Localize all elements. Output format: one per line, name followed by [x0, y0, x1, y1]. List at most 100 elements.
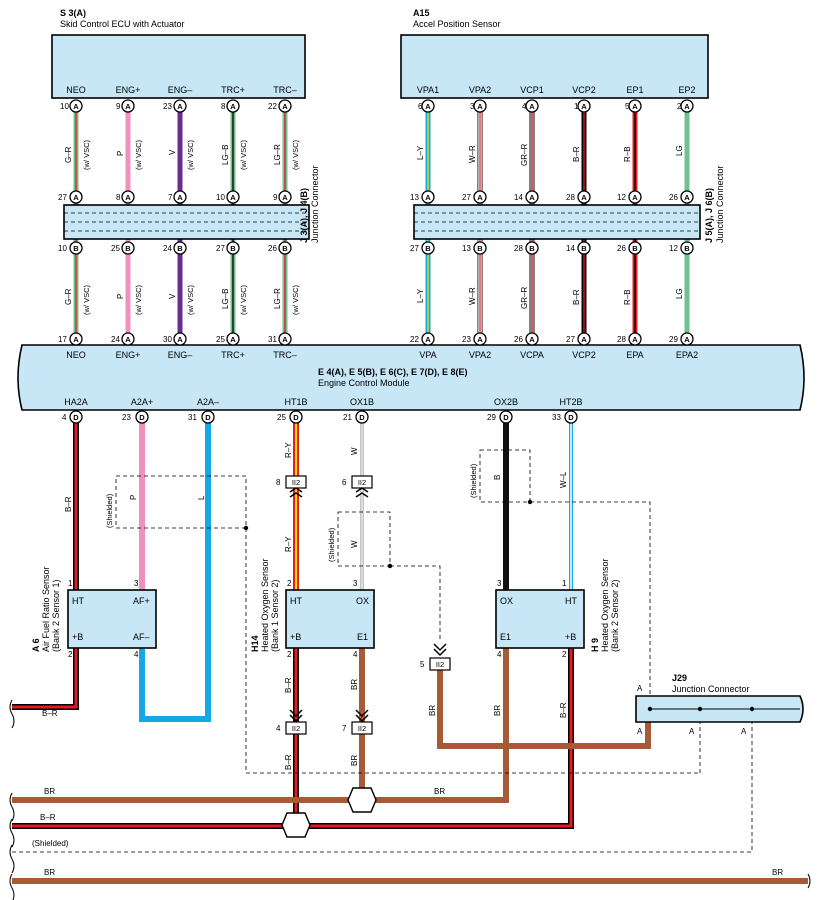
- svg-text:14: 14: [566, 244, 575, 253]
- svg-text:BR: BR: [44, 868, 55, 877]
- svg-text:14: 14: [514, 193, 523, 202]
- h9-labels: OX HT E1 +B 3 1 4 2: [497, 579, 577, 659]
- shield-dot-3: [527, 499, 533, 505]
- svg-text:OX1B: OX1B: [350, 397, 374, 407]
- svg-text:GR–R: GR–R: [520, 144, 529, 166]
- ecm-top-pins: A A A A A A A A A A A: [69, 332, 694, 346]
- j29-id: J29: [672, 673, 687, 683]
- svg-text:13: 13: [462, 244, 471, 253]
- svg-text:D: D: [359, 413, 365, 422]
- svg-text:4: 4: [497, 650, 502, 659]
- svg-text:Heated Oxygen Sensor: Heated Oxygen Sensor: [260, 558, 270, 652]
- svg-text:13: 13: [410, 193, 419, 202]
- j-pins-bottom: B B B B B B B B B B B: [69, 241, 694, 255]
- ecm-bottom-pin-numbers: 4 23 31 25 21 29 33: [62, 413, 561, 422]
- svg-text:5: 5: [420, 660, 425, 669]
- svg-text:A: A: [581, 102, 587, 111]
- svg-text:9: 9: [116, 102, 121, 111]
- svg-text:L–Y: L–Y: [416, 288, 425, 303]
- svg-text:II2: II2: [292, 724, 300, 733]
- svg-text:VCPA: VCPA: [520, 350, 544, 360]
- s3-name: Skid Control ECU with Actuator: [60, 19, 185, 29]
- svg-text:2: 2: [677, 102, 682, 111]
- svg-text:A: A: [684, 193, 690, 202]
- svg-text:10: 10: [58, 244, 67, 253]
- svg-text:3: 3: [470, 102, 475, 111]
- svg-text:A 6: A 6: [31, 638, 41, 652]
- j-pin-numbers: 27 8 7 10 9 13 27 14 28 12 26 10 25 24 2…: [58, 193, 678, 253]
- svg-text:E1: E1: [500, 632, 511, 642]
- svg-text:A2A+: A2A+: [131, 397, 153, 407]
- svg-text:L–Y: L–Y: [416, 145, 425, 160]
- shield-dot-1: [243, 525, 249, 531]
- svg-text:D: D: [205, 413, 211, 422]
- svg-text:A: A: [282, 193, 288, 202]
- a15-pin-numbers: 6 3 4 1 5 2: [418, 102, 682, 111]
- break-marks: [9, 699, 811, 900]
- svg-text:NEO: NEO: [66, 350, 86, 360]
- wire-a2a-minus: [139, 423, 211, 722]
- svg-text:BR: BR: [428, 705, 437, 716]
- svg-text:A: A: [177, 193, 183, 202]
- svg-text:A: A: [230, 102, 236, 111]
- svg-text:A: A: [73, 193, 79, 202]
- svg-text:A: A: [529, 102, 535, 111]
- svg-text:OX2B: OX2B: [494, 397, 518, 407]
- svg-text:(Shielded): (Shielded): [105, 493, 114, 528]
- svg-text:27: 27: [566, 335, 575, 344]
- svg-text:A: A: [425, 193, 431, 202]
- svg-text:A: A: [741, 727, 747, 736]
- svg-text:28: 28: [566, 193, 575, 202]
- a15-name: Accel Position Sensor: [413, 19, 501, 29]
- svg-text:VCP2: VCP2: [572, 350, 596, 360]
- a6-box: [67, 589, 157, 649]
- svg-text:8: 8: [221, 102, 226, 111]
- s3-id: S 3(A): [60, 8, 86, 18]
- bus-labels: B–R BR BR B–R (Shielded) BR BR: [32, 709, 783, 877]
- a15-pins: A A A A A A: [421, 99, 694, 113]
- svg-text:9: 9: [273, 193, 278, 202]
- svg-text:D: D: [503, 413, 509, 422]
- ii2-connectors: II2 II2 II2 II2 II2 8 6 5 4 7: [276, 475, 451, 735]
- svg-text:27: 27: [216, 244, 225, 253]
- svg-text:A: A: [632, 102, 638, 111]
- svg-text:D: D: [139, 413, 145, 422]
- svg-text:A: A: [581, 193, 587, 202]
- svg-text:TRC–: TRC–: [273, 350, 297, 360]
- svg-text:2: 2: [68, 650, 73, 659]
- svg-text:A: A: [425, 335, 431, 344]
- svg-text:(Bank 1 Sensor 2): (Bank 1 Sensor 2): [270, 579, 280, 652]
- svg-text:26: 26: [617, 244, 626, 253]
- svg-text:1: 1: [574, 102, 579, 111]
- svg-text:P: P: [129, 495, 138, 500]
- svg-text:AF+: AF+: [133, 596, 150, 606]
- svg-text:(w/ VSC): (w/ VSC): [291, 139, 300, 170]
- svg-text:HT: HT: [72, 596, 84, 606]
- svg-text:B–R: B–R: [572, 146, 581, 162]
- svg-text:2: 2: [287, 579, 292, 588]
- svg-text:VPA: VPA: [419, 350, 436, 360]
- svg-text:B–R: B–R: [559, 702, 568, 718]
- h14-box: [285, 589, 375, 649]
- ecm-top-labels: NEO ENG+ ENG– TRC+ TRC– VPA VPA2 VCPA VC…: [66, 350, 698, 360]
- svg-text:B: B: [493, 475, 502, 480]
- svg-text:26: 26: [268, 244, 277, 253]
- svg-text:OX: OX: [500, 596, 513, 606]
- svg-text:LG–B: LG–B: [221, 289, 230, 309]
- svg-text:B–R: B–R: [572, 289, 581, 305]
- svg-text:A: A: [684, 102, 690, 111]
- svg-text:ENG–: ENG–: [168, 85, 193, 95]
- svg-text:12: 12: [669, 244, 678, 253]
- svg-text:+B: +B: [565, 632, 576, 642]
- svg-text:3: 3: [353, 579, 358, 588]
- svg-text:10: 10: [60, 102, 69, 111]
- svg-text:B: B: [477, 244, 483, 253]
- svg-text:HT2B: HT2B: [559, 397, 582, 407]
- svg-text:B: B: [684, 244, 690, 253]
- svg-text:4: 4: [353, 650, 358, 659]
- svg-text:NEO: NEO: [66, 85, 86, 95]
- svg-text:22: 22: [410, 335, 419, 344]
- svg-text:23: 23: [122, 413, 131, 422]
- svg-text:31: 31: [188, 413, 197, 422]
- svg-text:23: 23: [462, 335, 471, 344]
